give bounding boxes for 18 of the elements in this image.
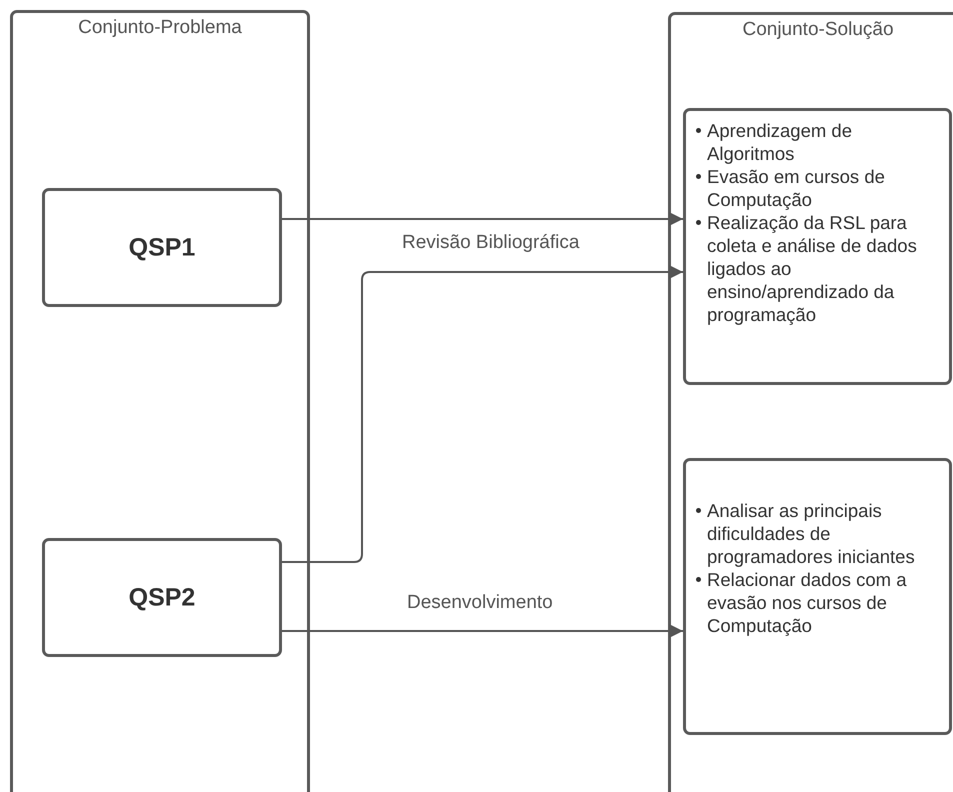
bullet-item: Analisar as principais dificuldades de programadores iniciantes (707, 499, 916, 568)
arrow (282, 624, 683, 638)
arrow (282, 265, 683, 563)
group-heading: Conjunto-Solução (741, 19, 895, 41)
process-box (683, 458, 952, 735)
process-box (683, 108, 952, 385)
arrow (282, 212, 683, 226)
process-box (42, 188, 282, 307)
bullet-item: Evasão em cursos de Computação (707, 165, 886, 211)
group-heading: Conjunto-Problema (77, 17, 243, 39)
bullet-item: Realização da RSL para coleta e análise de dados ligados ao ensino/aprendizado da programação (707, 211, 918, 326)
node-label: QSP2 (128, 583, 196, 612)
group-panel (668, 12, 953, 792)
bullet-item: Relacionar dados com a evasão nos cursos de Computação (707, 568, 908, 637)
group-panel (10, 10, 310, 792)
bullet-item: Aprendizagem de Algoritmos (707, 119, 854, 165)
process-box (42, 538, 282, 657)
node-label: QSP1 (128, 233, 196, 262)
